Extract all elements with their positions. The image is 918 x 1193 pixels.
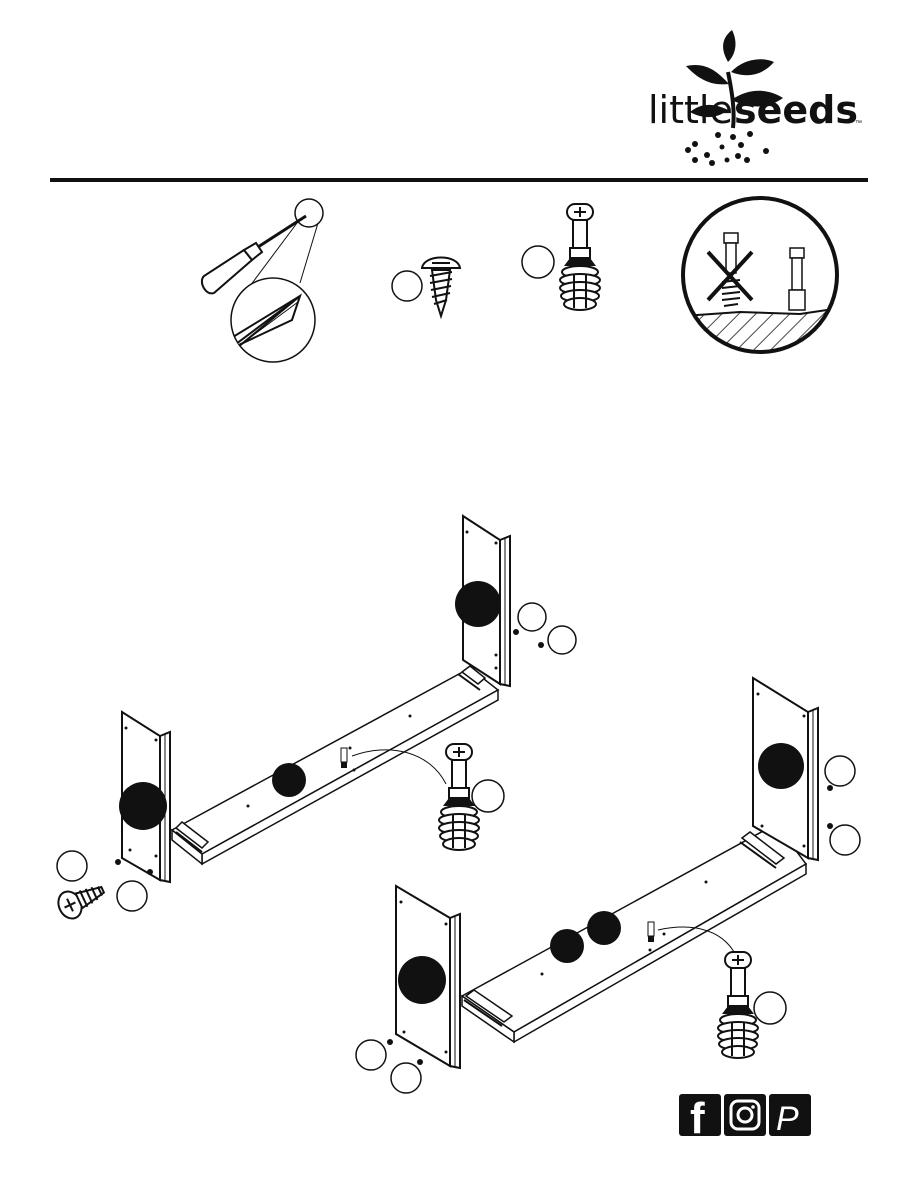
pinterest-icon[interactable]: P: [769, 1094, 811, 1138]
cam-bolt-callout-2: [718, 952, 758, 1058]
svg-text:P: P: [776, 1100, 799, 1138]
header-divider: [50, 178, 868, 182]
instagram-icon[interactable]: [724, 1094, 766, 1136]
part-callout-b1: [754, 992, 786, 1024]
part-callout-a3: [548, 626, 576, 654]
social-links: f P: [679, 1094, 811, 1143]
brand-trademark: ™: [855, 120, 862, 127]
part-callout-a4: [57, 851, 87, 881]
assembly-diagram-2: [356, 678, 860, 1093]
assembly-diagram-1: [54, 516, 576, 922]
panel-label-bottom: [272, 763, 306, 797]
brand-name-bold: seeds: [734, 88, 858, 132]
svg-text:f: f: [690, 1094, 705, 1143]
seeds-dots: [685, 131, 769, 166]
screw-exploded-icon: [54, 877, 108, 922]
part-callout-a2: [518, 603, 546, 631]
panel-label-board-b: [587, 911, 621, 945]
part-callout-b3: [830, 825, 860, 855]
part-callout-screw: [392, 271, 422, 301]
facebook-icon[interactable]: f: [679, 1094, 721, 1143]
screw-icon: [422, 258, 460, 317]
panel-label-left-2: [398, 956, 446, 1004]
panel-label-right-2: [758, 743, 804, 789]
cam-bolt-icon: [560, 204, 600, 310]
screwdriver-icon: [202, 199, 323, 362]
panel-label-left: [119, 782, 167, 830]
brand-name-light: little: [648, 88, 733, 132]
cam-bolt-warning-icon: [683, 198, 840, 360]
part-callout-b4: [356, 1040, 386, 1070]
part-callout-a5: [117, 881, 147, 911]
part-callout-b5: [391, 1063, 421, 1093]
part-callout-a1: [472, 780, 504, 812]
part-callout-cam-bolt: [522, 246, 554, 278]
panel-label-right: [455, 581, 501, 627]
part-callout-b2: [825, 756, 855, 786]
panel-label-board-a: [550, 929, 584, 963]
brand-logo: little seeds ™: [648, 30, 862, 166]
